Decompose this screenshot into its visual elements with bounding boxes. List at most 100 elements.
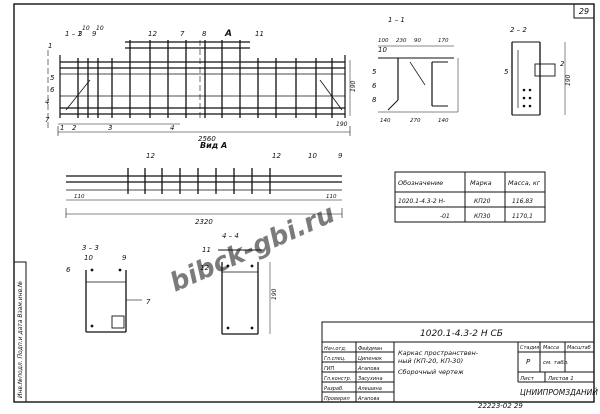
callout: 10 — [84, 254, 93, 262]
title-block-code: 1020.1-4.3-2 Н СБ — [420, 329, 503, 339]
callout: 6 — [372, 82, 377, 90]
role: Нач.отд. — [324, 346, 346, 352]
dim: 270 — [410, 118, 421, 124]
dim: 140 — [380, 118, 391, 124]
section-2-2-view — [511, 41, 566, 116]
role-name: Агапова — [357, 366, 379, 372]
callout: 7 — [146, 298, 151, 306]
callout: 7 — [180, 30, 185, 38]
spec-header-mark: Марка — [470, 179, 492, 187]
callout: 9 — [122, 254, 127, 262]
section-2-2-bar-dots — [522, 88, 532, 108]
spec-header-designation: Обозначение — [398, 179, 443, 187]
role: Проверил — [324, 396, 350, 402]
dim: 190 — [271, 288, 278, 300]
spec-table — [394, 171, 546, 223]
role-name: Агапова — [357, 396, 379, 402]
main-callouts: 1 3 9 12 7 8 11 5 6 4 7 1 2 3 4 — [45, 30, 264, 132]
section-label-1-1: 1 – 1 — [65, 30, 82, 38]
callout: 3 — [78, 30, 82, 38]
callout: 5 — [504, 68, 509, 76]
section-label-2-2: 2 – 2 — [510, 26, 527, 34]
callout: 7 — [45, 116, 50, 124]
title-name-line-3: Сборочный чертеж — [398, 368, 464, 376]
dim: 90 — [414, 38, 421, 44]
dim: 140 — [438, 118, 449, 124]
callout: 5 — [372, 68, 377, 76]
dim-main-top-b: 10 — [96, 25, 104, 32]
dim-main-top-a: 10 — [82, 25, 90, 32]
callout: 8 — [202, 30, 207, 38]
role-name: Засухина — [358, 376, 383, 382]
spec-header-mass: Масса, кг — [508, 179, 541, 187]
section-label-4-4: 4 – 4 — [222, 232, 239, 240]
stage-value: Р — [526, 358, 531, 366]
callout: 4 — [170, 124, 174, 132]
callout: 5 — [50, 74, 55, 82]
section-label-1-1-right: 1 – 1 — [388, 16, 405, 24]
scale-header: Масштаб — [567, 345, 591, 351]
callout: 1 — [60, 124, 64, 132]
view-a — [65, 168, 343, 218]
callout: 12 — [272, 152, 281, 160]
callout: 9 — [92, 30, 97, 38]
spec-row-1-designation: 1020.1-4.3-2 Н- — [398, 198, 445, 205]
role-name: Фейдман — [358, 346, 383, 352]
role-name: Алешина — [357, 386, 382, 392]
callout: 11 — [202, 246, 211, 254]
mass-header: Масса — [543, 345, 559, 351]
spec-row-1-mass: 116,83 — [512, 198, 533, 205]
role: Гл.спец. — [324, 356, 346, 362]
role: Разраб. — [324, 386, 344, 392]
marker-a: А — [224, 29, 232, 39]
callout: 12 — [148, 30, 157, 38]
role-name: Ципенюк — [358, 356, 382, 362]
stage-header: Стадия — [520, 345, 539, 351]
mass-value: см. табл. — [543, 360, 569, 366]
callout: 11 — [255, 30, 264, 38]
side-stamp — [13, 261, 27, 403]
section-1-1-view — [378, 45, 459, 113]
callout: 3 — [108, 124, 112, 132]
callout: 2 — [560, 60, 565, 68]
callout: 10 — [378, 46, 387, 54]
organization: ЦНИИПРОМЗДАНИЙ — [520, 388, 598, 397]
section-3-3-view — [85, 270, 142, 333]
page-number-box — [573, 3, 595, 19]
callout: 9 — [338, 152, 343, 160]
callout: 12 — [200, 264, 209, 272]
title-name-line-2: ный (КП-20, КП-30) — [398, 357, 463, 365]
callout: 1 — [48, 42, 52, 50]
spec-row-2-mass: 1170,1 — [512, 213, 533, 220]
dim: 190 — [565, 74, 572, 86]
dim-main-right: 190 — [336, 121, 348, 128]
spec-row-2-mark: КП30 — [474, 213, 491, 220]
dim: 230 — [396, 38, 407, 44]
sheet-label: Лист — [519, 376, 535, 382]
title-block — [321, 321, 595, 403]
dim: 110 — [74, 194, 85, 200]
spec-row-2-designation: -01 — [440, 213, 450, 220]
callout: 10 — [308, 152, 317, 160]
side-stamp-text: Инв.№подл. Подп.и дата Взам.инв.№ — [17, 281, 24, 398]
dim-view-a-length: 2320 — [195, 218, 213, 226]
callout: 6 — [66, 266, 71, 274]
spec-row-1-mark: КП20 — [474, 198, 491, 205]
dim: 110 — [326, 194, 337, 200]
sheets-label: Листов 1 — [547, 376, 574, 382]
dim: 170 — [438, 38, 449, 44]
dim: 100 — [378, 38, 389, 44]
view-a-title: Вид А — [200, 141, 227, 150]
bottom-number: 22223-02 29 — [478, 402, 523, 410]
dim-main-height: 190 — [350, 80, 357, 92]
page-number: 29 — [579, 7, 589, 16]
title-name-line-1: Каркас пространствен- — [398, 349, 479, 357]
main-elevation — [47, 40, 351, 136]
role: ГИП — [324, 366, 335, 372]
callout: 12 — [146, 152, 155, 160]
section-4-4-view — [218, 249, 271, 335]
callout: 4 — [45, 98, 49, 106]
callout: 6 — [50, 86, 55, 94]
